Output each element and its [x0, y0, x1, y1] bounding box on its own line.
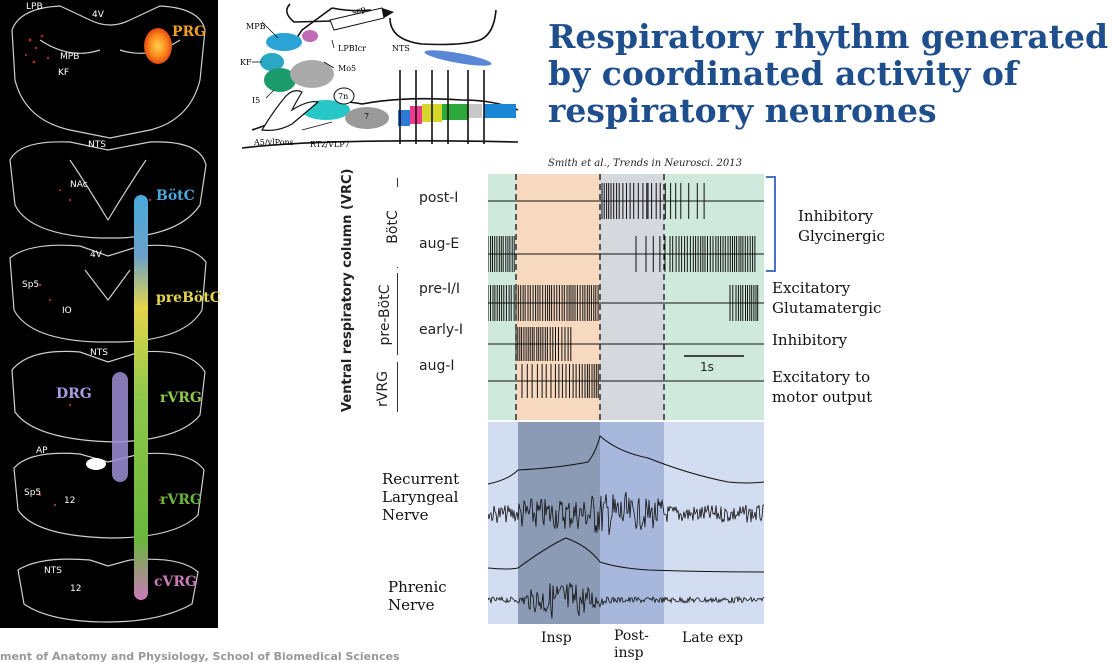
row-label-aug-e: aug-E	[419, 236, 460, 252]
brainstem-sections-panel: LPB 4V MPB KF PRG NTS NAc BötC 4V Sp5 IO…	[0, 0, 221, 628]
nerve-recordings-chart	[487, 422, 765, 624]
schematic-label-7: 7	[364, 112, 370, 121]
title-line-1: Respiratory rhythm generated	[548, 17, 1109, 56]
group-label-prebotc: pre-BötC	[377, 275, 395, 355]
label-lpb: LPB	[26, 2, 43, 12]
raster-panel: 1s	[487, 174, 764, 420]
label-ap: AP	[36, 446, 48, 456]
phrenic-raw-trace	[487, 581, 765, 619]
label-phrenic-nerve: Phrenic Nerve	[388, 578, 447, 614]
schematic-label-mpb: MPB	[246, 22, 266, 31]
label-prg: PRG	[172, 24, 207, 40]
label-drg: DRG	[56, 386, 92, 402]
label-rvrg-1: rVRG	[160, 390, 202, 406]
annotation-inhibitory: Inhibitory	[772, 331, 848, 349]
label-12-1: 12	[64, 496, 76, 506]
label-rvrg-2: rVRG	[160, 492, 202, 508]
title-line-3: respiratory neurones	[548, 91, 937, 130]
slide-title: Respiratory rhythm generated by coordina…	[548, 18, 1108, 129]
raster-chart	[487, 174, 764, 420]
schematic-label-rtz: RTz/VLP7	[310, 140, 350, 149]
label-nts-2: NTS	[90, 348, 108, 358]
phase-label-insp: Insp	[541, 630, 572, 646]
phase-label-post-insp: Post- insp	[614, 628, 649, 661]
phase-label-late-exp: Late exp	[682, 630, 744, 646]
schematic-label-a5: A5/vlPons	[254, 138, 294, 147]
label-recurrent-laryngeal-nerve: Recurrent Laryngeal Nerve	[382, 470, 460, 524]
citation: Smith et al., Trends in Neurosci. 2013	[548, 158, 742, 169]
annotation-inhibitory-glycinergic: Inhibitory Glycinergic	[798, 207, 885, 245]
label-io: IO	[62, 306, 72, 316]
group-bracket-rvrg	[392, 362, 404, 412]
label-4v-mid: 4V	[90, 250, 102, 260]
label-prebotc: preBötC	[156, 290, 221, 306]
nerve-recordings-panel	[487, 422, 765, 624]
phase-bg-postinsp	[600, 174, 664, 420]
annotation-excitatory-glutamatergic: Excitatory Glutamatergic	[772, 279, 882, 317]
label-cvrg: cVRG	[154, 574, 197, 590]
schematic-label-i5: I5	[252, 96, 261, 105]
label-4v-top: 4V	[92, 10, 104, 20]
phrenic-integrated-trace	[487, 537, 765, 573]
schematic-label-kf: KF	[240, 58, 252, 67]
schematic-label-nts: NTS	[392, 44, 410, 53]
schematic-label-lpbicr: LPBIcr	[338, 44, 367, 53]
row-label-post-i: post-I	[419, 190, 459, 206]
schematic-label-mo5: Mo5	[338, 64, 357, 73]
group-label-rvrg: rVRG	[375, 359, 393, 419]
rln-raw-trace	[487, 491, 765, 536]
row-label-aug-i: aug-I	[419, 358, 455, 374]
schematic-label-7n: 7n	[338, 92, 349, 101]
scale-bar-label: 1s	[700, 360, 714, 374]
label-mpb-left: MPB	[60, 52, 80, 62]
title-line-2: by coordinated activity of	[548, 54, 1019, 93]
nerve-bg-pre	[488, 422, 518, 624]
label-kf-left: KF	[58, 68, 70, 78]
nerve-bg-late	[664, 422, 764, 624]
sagittal-schematic: MPB scp LPBIcr KF Mo5 7n I5 7 A5/vlPons …	[222, 0, 522, 152]
label-nts-3: NTS	[44, 566, 62, 576]
label-12-2: 12	[70, 584, 82, 594]
footer-text: ment of Anatomy and Physiology, School o…	[0, 650, 400, 663]
label-nts-1: NTS	[88, 140, 106, 150]
phase-bg-late	[664, 174, 764, 420]
label-sp5-2: Sp5	[24, 488, 42, 498]
label-sp5-1: Sp5	[22, 280, 40, 290]
nerve-bg-postinsp	[600, 422, 664, 624]
label-botc: BötC	[156, 188, 195, 204]
group-label-botc: BötC	[385, 187, 403, 267]
group-bracket-prebotc	[392, 273, 404, 355]
sagittal-schematic-drawing	[241, 3, 519, 149]
rln-integrated-trace	[487, 435, 765, 485]
row-label-pre-i-i: pre-I/I	[419, 281, 460, 297]
annotation-excitatory-motor: Excitatory to motor output	[772, 368, 873, 406]
label-nac: NAc	[70, 180, 88, 190]
row-label-early-i: early-I	[419, 322, 464, 338]
inhibitory-bracket	[766, 176, 776, 272]
vrc-axis-label: Ventral respiratory column (VRC)	[340, 168, 355, 412]
brainstem-sections-image	[0, 0, 218, 628]
